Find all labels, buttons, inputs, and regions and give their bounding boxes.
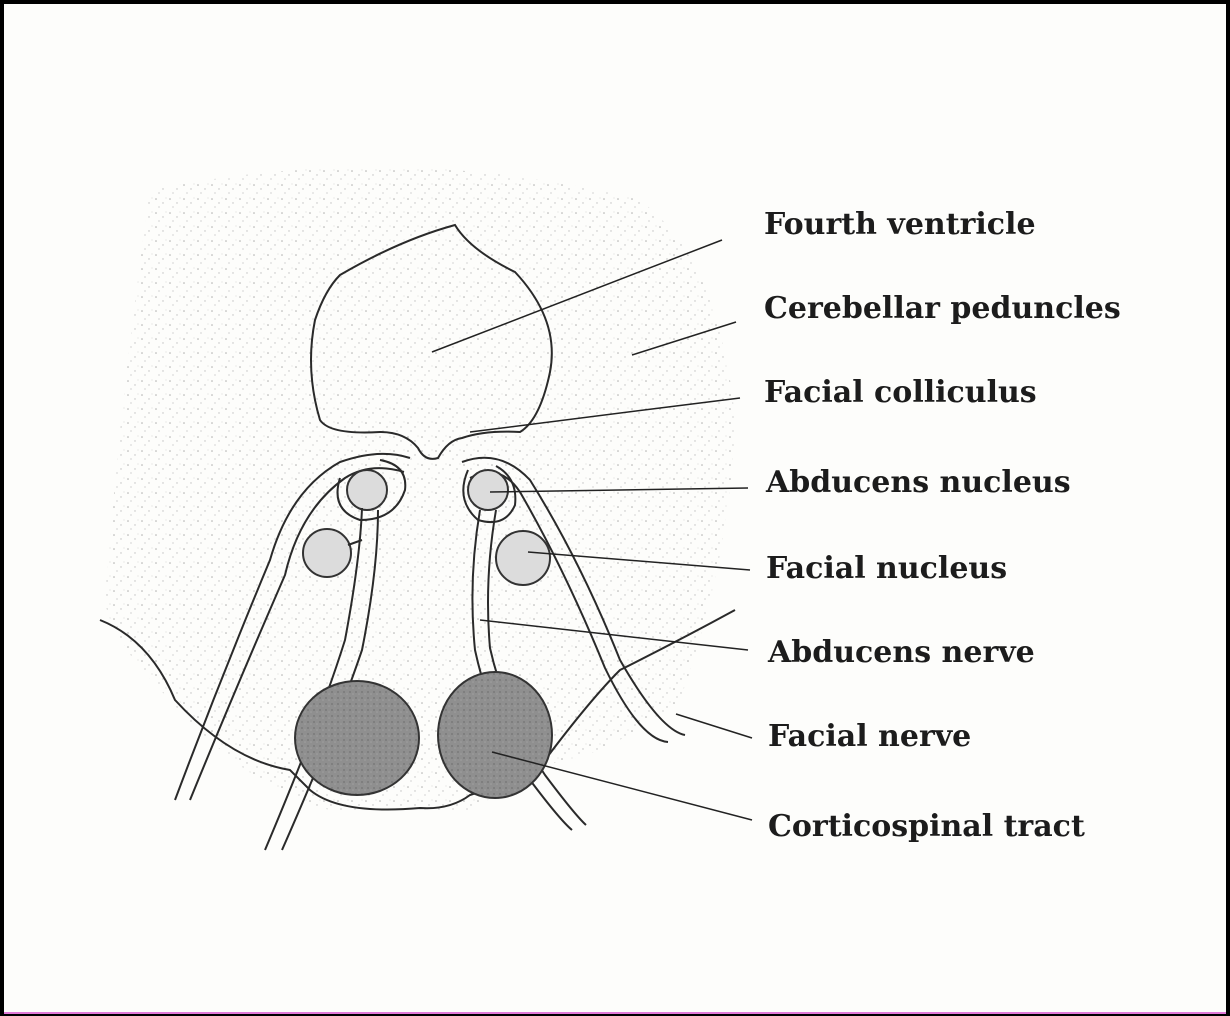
label-facial-nucleus: Facial nucleus [766,551,1007,586]
pons-tissue [105,167,735,810]
left-abducens-nucleus [347,470,387,510]
right-corticospinal-tract [438,672,552,798]
label-fourth-ventricle: Fourth ventricle [764,207,1036,242]
label-facial-colliculus: Facial colliculus [764,375,1037,410]
right-abducens-nucleus [468,470,508,510]
label-cerebellar-peduncles: Cerebellar peduncles [764,291,1121,326]
label-abducens-nerve: Abducens nerve [767,635,1035,670]
label-corticospinal-tract: Corticospinal tract [768,809,1085,844]
label-facial-nerve: Facial nerve [768,719,971,754]
left-corticospinal-tract [295,681,419,795]
left-facial-nucleus [303,529,351,577]
label-abducens-nucleus: Abducens nucleus [765,465,1071,500]
leader-facial-nerve [676,714,752,738]
right-facial-nucleus [496,531,550,585]
leader-corticospinal-tract [492,752,752,820]
